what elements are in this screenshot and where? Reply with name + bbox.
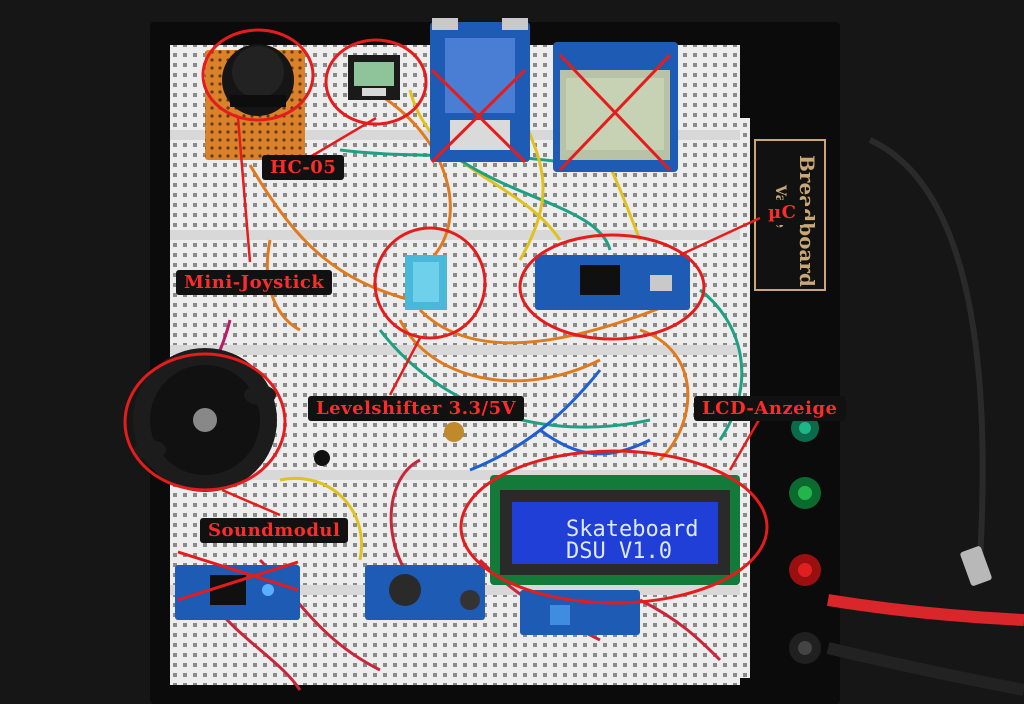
label-uc: µC (760, 200, 805, 225)
binding-posts (789, 414, 821, 664)
nokia-display-module (553, 42, 678, 172)
sd-card-module (430, 18, 530, 162)
joystick-module (205, 44, 305, 160)
annotation-circles (123, 28, 769, 605)
lcd-module (490, 475, 740, 585)
label-hc05: HC-05 (262, 155, 345, 180)
label-sound: Soundmodul (200, 518, 349, 543)
potentiometer (444, 422, 464, 442)
lcd-line2: DSU V1.0 (566, 539, 672, 564)
strike-crosses (430, 53, 672, 172)
sound-arduino-module (175, 550, 300, 620)
lcd-line1: Skateboard (566, 517, 698, 542)
hc05-module (348, 55, 400, 100)
label-joystick: Mini-Joystick (176, 270, 333, 295)
speaker-module (133, 348, 277, 492)
regulator-modules (365, 565, 640, 635)
annotation-leaders (221, 116, 762, 517)
label-lcd: LCD-Anzeige (694, 396, 846, 421)
levelshifter-module (405, 255, 447, 310)
microcontroller-module (535, 255, 690, 310)
label-levelshifter: Levelshifter 3.3/5V (308, 396, 525, 421)
